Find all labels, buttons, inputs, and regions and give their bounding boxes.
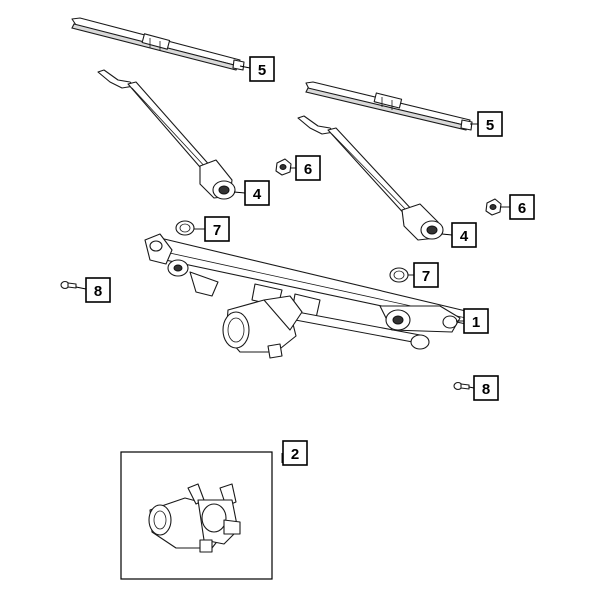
callout-1: 1 <box>463 308 489 334</box>
motor-inset <box>120 451 273 580</box>
callout-8-right: 8 <box>473 375 499 401</box>
screw-right <box>453 381 470 391</box>
nut-right <box>485 198 502 216</box>
svg-text:4: 4 <box>460 228 469 245</box>
callout-4-left: 4 <box>244 180 270 206</box>
callout-2: 2 <box>282 440 308 466</box>
svg-text:8: 8 <box>94 283 102 300</box>
cap-left <box>175 220 195 236</box>
nut-left <box>275 158 292 176</box>
svg-text:7: 7 <box>213 222 221 239</box>
wiper-linkage-assembly <box>144 233 471 359</box>
callout-7-right: 7 <box>413 262 439 288</box>
svg-text:7: 7 <box>422 268 430 285</box>
wiper-arm-right <box>297 115 444 241</box>
wiper-blade-left <box>71 17 245 71</box>
svg-text:5: 5 <box>258 62 266 79</box>
svg-text:4: 4 <box>253 186 262 203</box>
svg-text:2: 2 <box>291 446 299 463</box>
leader-lines <box>75 65 510 463</box>
svg-text:1: 1 <box>472 314 480 331</box>
cap-right <box>389 267 409 283</box>
callout-4-right: 4 <box>451 222 477 248</box>
callout-5-right: 5 <box>477 111 503 137</box>
svg-text:8: 8 <box>482 381 490 398</box>
wiper-arm-left <box>97 69 236 200</box>
callout-5-left: 5 <box>249 56 275 82</box>
svg-text:6: 6 <box>518 200 526 217</box>
callout-7-left: 7 <box>204 216 230 242</box>
callout-6-right: 6 <box>509 194 535 220</box>
screw-left <box>60 280 77 290</box>
callout-6-left: 6 <box>295 155 321 181</box>
svg-text:6: 6 <box>304 161 312 178</box>
svg-text:5: 5 <box>486 117 494 134</box>
wiper-blade-right <box>305 81 473 131</box>
callout-8-left: 8 <box>85 277 111 303</box>
